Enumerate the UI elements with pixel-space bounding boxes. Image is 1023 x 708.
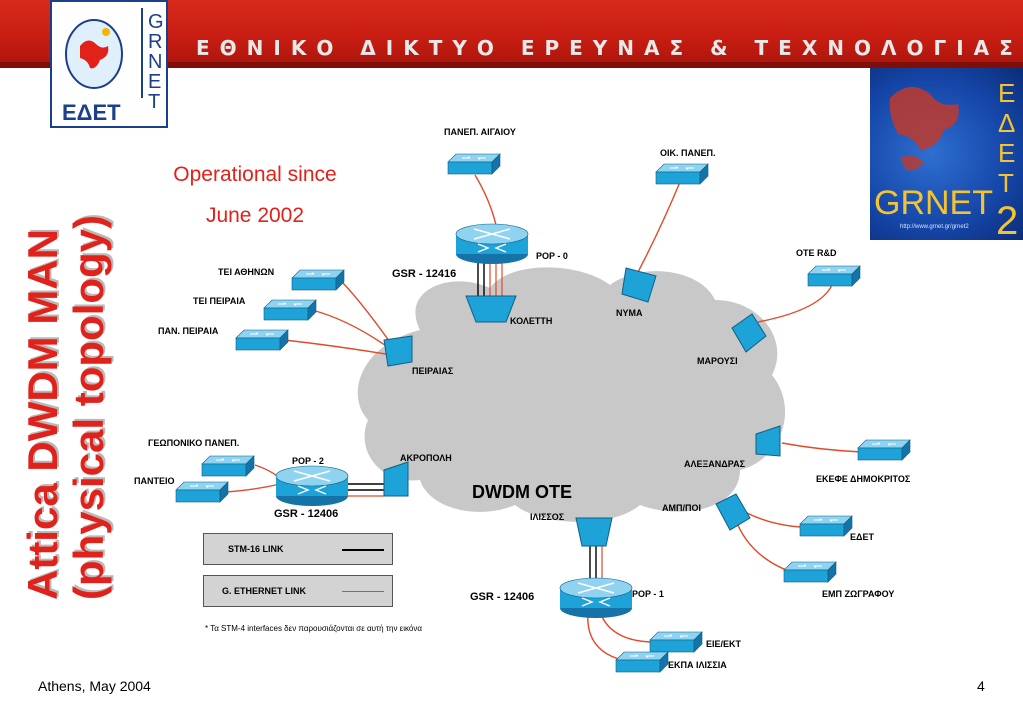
switch-aigaiou — [447, 153, 501, 175]
site-panteio-label: ΠΑΝΤΕΙΟ — [134, 476, 175, 486]
oadm-node-nyma — [621, 267, 657, 303]
grnet-edet-logo: G R N E T ΕΔΕΤ — [50, 0, 168, 128]
site-demokritos-label: ΕΚΕΦΕ ΔΗΜΟΚΡΙΤΟΣ — [816, 474, 911, 484]
site-edet-label: ΕΔΕΤ — [850, 532, 874, 542]
footnote: * Τα STM-4 interfaces δεν παρουσιάζονται… — [205, 624, 422, 633]
oadm-node-alexandras — [755, 425, 781, 457]
switch-panteio — [175, 481, 229, 503]
grnet-logo-graphic: G R N E T ΕΔΕΤ — [62, 8, 164, 125]
logo-letter-r: R — [148, 31, 162, 53]
site-tei-athens-label: ΤΕΙ ΑΘΗΝΩΝ — [218, 267, 274, 277]
grnet2-logo-graphic: Ε Δ Ε Τ GRNET 2 — [874, 78, 1018, 240]
site-ekpa-label: ΕΚΠΑ ΙΛΙΣΣΙΑ — [668, 660, 727, 670]
gsr-pop0-label: GSR - 12416 — [392, 268, 456, 280]
site-emp-label: ΕΜΠ ΖΩΓΡΑΦΟΥ — [822, 589, 894, 599]
node-nyma-label: ΝΥΜΑ — [616, 308, 643, 318]
node-akropoli-label: ΑΚΡΟΠΟΛΗ — [400, 453, 452, 463]
grnet2-logo: Ε Δ Ε Τ GRNET 2 http://www.grnet.gr/grne… — [870, 68, 1023, 240]
router-pop1 — [559, 577, 633, 619]
site-eie-label: ΕΙΕ/ΕΚΤ — [706, 639, 742, 649]
gsr-pop1-label: GSR - 12406 — [470, 591, 534, 603]
banner-title: ΕΘΝΙΚΟ ΔΙΚΤΥΟ ΕΡΕΥΝΑΣ & ΤΕΧΝΟΛΟΓΙΑΣ — [196, 36, 1023, 60]
oadm-node-peiraias — [383, 335, 413, 367]
banner-stripe — [0, 62, 1023, 68]
logo-right-letter-2: Δ — [998, 108, 1015, 138]
legend-gig-label: G. ETHERNET LINK — [222, 586, 307, 596]
node-marousi-label: ΜΑΡΟΥΣΙ — [697, 356, 738, 366]
legend-stm16: STM-16 LINK — [203, 533, 393, 565]
switch-tei-peiraia — [263, 299, 317, 321]
logo-letter-t: T — [148, 91, 160, 113]
switch-oik — [655, 163, 709, 185]
logo-letter-n: N — [148, 51, 162, 73]
stm16-links — [346, 260, 597, 578]
logo-right-url: http://www.grnet.gr/grnet2 — [900, 224, 969, 230]
node-alexandras-label: ΑΛΕΞΑΝΔΡΑΣ — [684, 459, 746, 469]
operational-date-text: June 2002 — [205, 204, 305, 227]
pop0-label: POP - 0 — [536, 251, 568, 261]
oadm-node-kolettis — [465, 295, 517, 323]
router-pop0 — [455, 223, 529, 265]
site-ote-rd-label: ΟΤΕ R&D — [796, 248, 837, 258]
logo-right-letter-3: Ε — [998, 138, 1015, 168]
switch-tei-athens — [291, 269, 345, 291]
oadm-node-akropoli — [383, 461, 409, 497]
page-number: 4 — [977, 678, 985, 694]
router-pop2 — [275, 465, 349, 507]
site-geoponiko-label: ΓΕΩΠΟΝΙΚΟ ΠΑΝΕΠ. — [148, 438, 239, 448]
logo-right-letter-4: Τ — [998, 168, 1014, 198]
switch-emp — [783, 561, 837, 583]
site-aigaiou-label: ΠΑΝΕΠ. ΑΙΓΑΙΟΥ — [444, 127, 516, 137]
oadm-node-marousi — [731, 313, 767, 353]
switch-ekpa — [615, 651, 669, 673]
oadm-node-ilissos — [575, 517, 613, 547]
logo-letter-g: G — [148, 11, 164, 33]
ge-links — [224, 174, 863, 661]
oadm-node-amp — [715, 493, 751, 531]
gsr-feeder-links — [346, 260, 603, 578]
pop1-label: POP - 1 — [632, 589, 664, 599]
switch-geoponiko — [201, 455, 255, 477]
switch-edet — [799, 515, 853, 537]
operational-since-text: Operational since — [173, 163, 337, 186]
node-amp-label: ΑΜΠ/ΠΟΙ — [662, 503, 701, 513]
switch-pan-peiraia — [235, 329, 289, 351]
logo-edet-text: ΕΔΕΤ — [62, 100, 121, 125]
node-peiraias-label: ΠΕΙΡΑΙΑΣ — [412, 366, 454, 376]
site-pan-peiraia-label: ΠΑΝ. ΠΕΙΡΑΙΑ — [158, 326, 219, 336]
legend-gig: G. ETHERNET LINK — [203, 575, 393, 607]
site-oik-label: ΟΙΚ. ΠΑΝΕΠ. — [660, 148, 716, 158]
legend-gig-line — [342, 591, 384, 592]
pop2-label: POP - 2 — [292, 456, 324, 466]
legend-stm16-label: STM-16 LINK — [228, 544, 284, 554]
node-kolettis-label: ΚΟΛΕΤΤΗ — [510, 316, 552, 326]
site-tei-peiraia-label: ΤΕΙ ΠΕΙΡΑΙΑ — [193, 296, 246, 306]
logo-letter-e: E — [148, 71, 161, 93]
gsr-pop2-label: GSR - 12406 — [274, 508, 338, 520]
switch-eie — [649, 631, 703, 653]
switch-ote-rd — [807, 265, 861, 287]
footer-location-date: Athens, May 2004 — [38, 678, 151, 694]
logo-right-letter-1: Ε — [998, 78, 1015, 108]
logo-right-grnet-text: GRNET — [874, 184, 993, 222]
logo-right-number: 2 — [996, 199, 1018, 240]
dwdm-cloud — [357, 267, 786, 522]
header-banner: ΕΘΝΙΚΟ ΔΙΚΤΥΟ ΕΡΕΥΝΑΣ & ΤΕΧΝΟΛΟΓΙΑΣ — [0, 0, 1023, 68]
switch-demokritos — [857, 439, 911, 461]
legend-stm16-line — [342, 549, 384, 551]
node-ilissos-label: ΙΛΙΣΣΟΣ — [530, 512, 565, 522]
dwdm-ote-label: DWDM OTE — [472, 482, 572, 502]
